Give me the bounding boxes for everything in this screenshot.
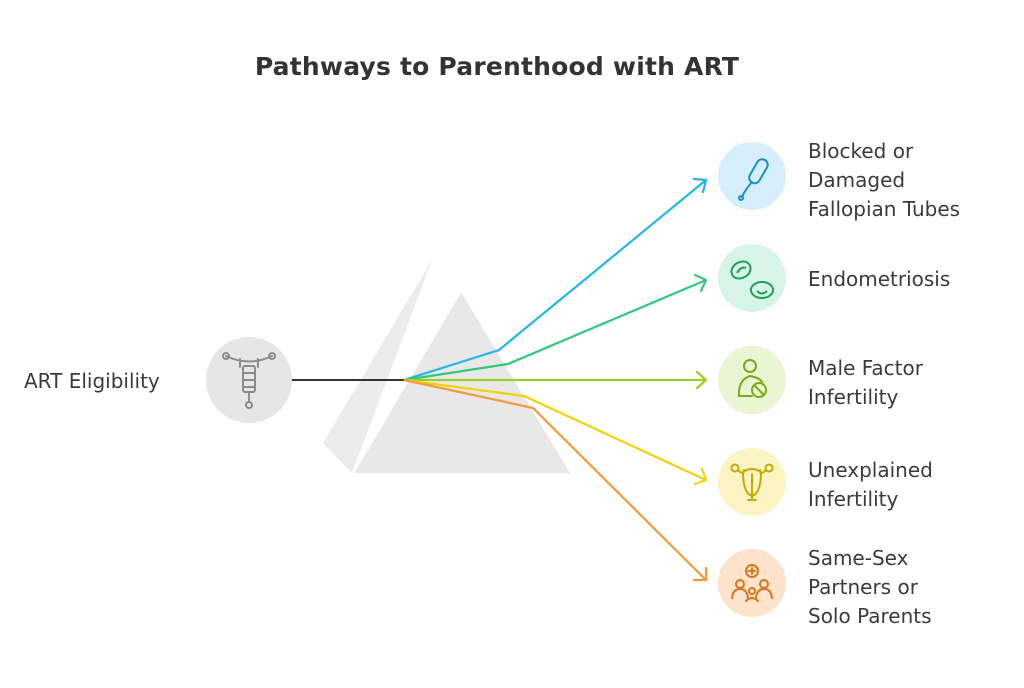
outcome-node-3 <box>718 346 786 414</box>
ray-3-arrow <box>695 370 708 390</box>
diagram-title: Pathways to Parenthood with ART <box>254 52 740 81</box>
outcome-node-2 <box>718 244 786 312</box>
ray-4-arrow <box>693 467 708 486</box>
source-label: ART Eligibility <box>24 369 160 393</box>
prism <box>323 260 570 475</box>
outcome-label-3: Male Factor Infertility <box>808 356 923 409</box>
outcome-label-5: Same-Sex Partners or Solo Parents <box>808 546 932 628</box>
fallopian-tube-icon <box>738 158 769 201</box>
outcome-label-2: Endometriosis <box>808 267 951 291</box>
male-factor-icon <box>737 359 767 398</box>
rays <box>403 177 708 582</box>
iud-icon <box>222 352 276 409</box>
ray-1 <box>403 179 707 382</box>
outcome-node-4 <box>718 448 786 516</box>
uterus-icon <box>730 463 774 501</box>
outcome-label-4: Unexplained Infertility <box>808 458 933 511</box>
outcome-node-5 <box>718 549 786 617</box>
ray-4 <box>403 378 707 481</box>
ray-5-arrow <box>692 566 708 582</box>
ray-2-arrow <box>693 273 708 293</box>
ray-5 <box>403 378 707 581</box>
cells-icon <box>730 260 774 299</box>
source-node <box>206 337 292 423</box>
outcome-label-1: Blocked or Damaged Fallopian Tubes <box>808 139 961 221</box>
ray-2 <box>403 278 707 382</box>
partners-icon <box>731 564 773 602</box>
ray-1-arrow <box>692 177 708 194</box>
outcome-node-1 <box>718 142 786 210</box>
